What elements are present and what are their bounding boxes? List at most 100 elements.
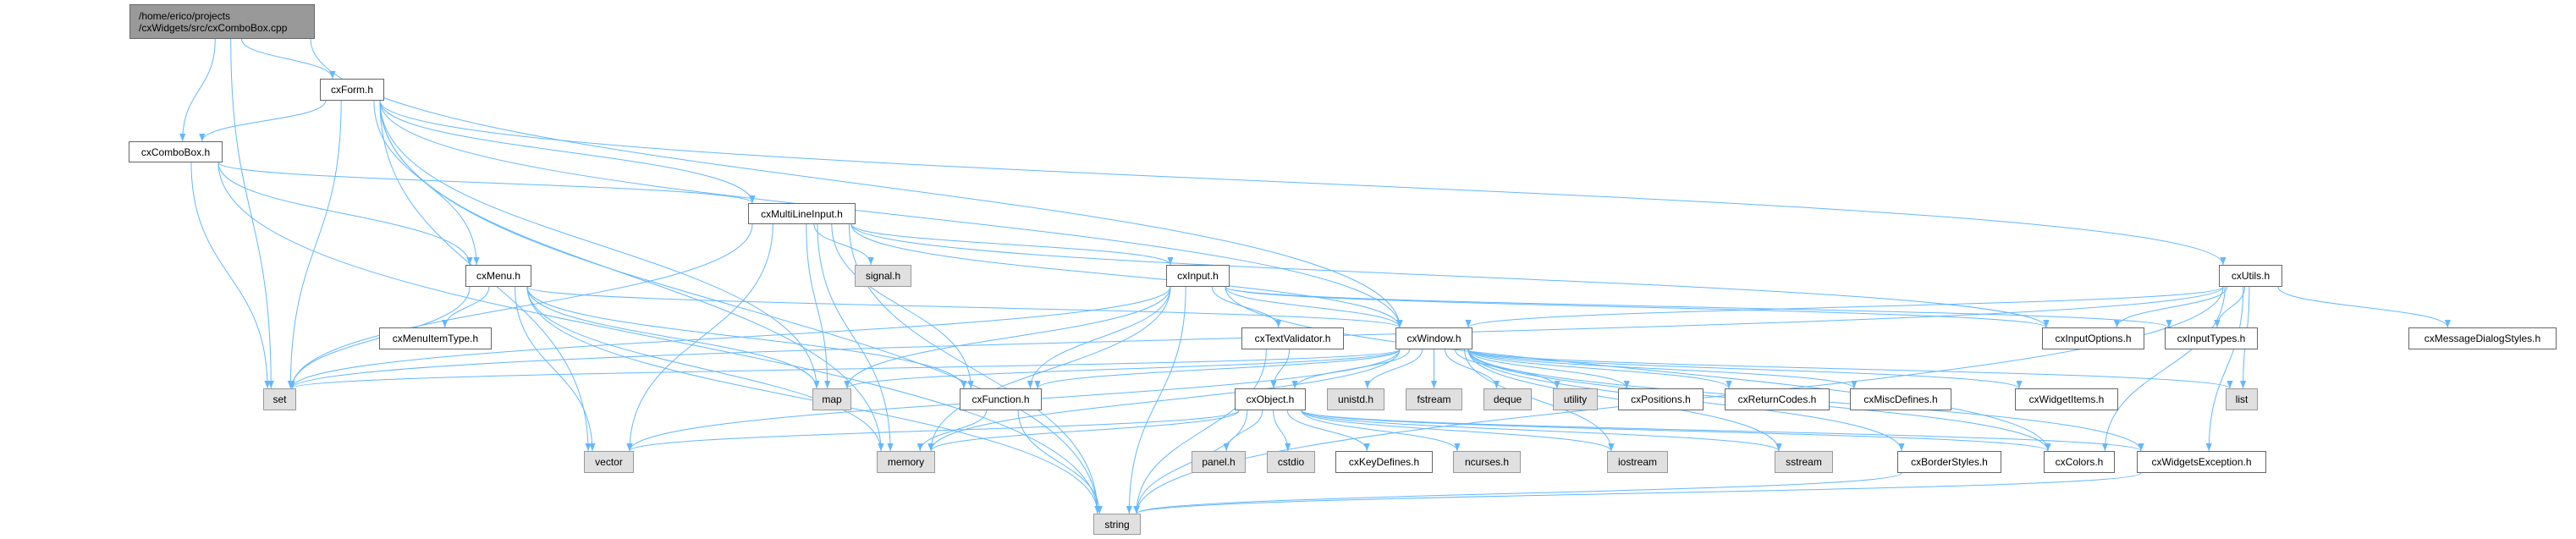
node-map[interactable]: map bbox=[812, 388, 851, 410]
node-cx-key-defines[interactable]: cxKeyDefines.h bbox=[1335, 451, 1433, 473]
edge-cxWindow-to-cxWidgetItems bbox=[1467, 349, 2023, 389]
edge-cxInput-to-memory bbox=[927, 286, 1171, 452]
node-utility[interactable]: utility bbox=[1553, 388, 1598, 410]
edge-cxForm-to-string bbox=[379, 100, 1101, 514]
node-set[interactable]: set bbox=[263, 388, 296, 410]
node-cx-border-styles[interactable]: cxBorderStyles.h bbox=[1897, 451, 2001, 473]
edge-cxInput-to-cxColors bbox=[1225, 286, 2051, 452]
edge-cxMultiLineInput-to-cxInputOptions bbox=[850, 223, 2050, 328]
edge-root-to-set bbox=[230, 38, 274, 389]
edge-cxWidgetsException-to-string bbox=[1133, 472, 2142, 514]
node-cx-combo-box[interactable]: cxComboBox.h bbox=[129, 141, 223, 162]
edge-root-to-cxComboBox bbox=[179, 38, 216, 142]
node-panel[interactable]: panel.h bbox=[1192, 451, 1246, 473]
edge-cxWindow-to-cxMiscDefines bbox=[1467, 349, 1858, 389]
edge-cxWindow-to-cxFunction bbox=[1034, 349, 1401, 389]
edge-cxComboBox-to-string bbox=[217, 162, 1101, 514]
node-cx-multi-line-input[interactable]: cxMultiLineInput.h bbox=[748, 203, 856, 224]
node-cx-function[interactable]: cxFunction.h bbox=[960, 388, 1042, 410]
node-cx-widgets-exception[interactable]: cxWidgetsException.h bbox=[2137, 451, 2266, 473]
edge-cxFunction-to-memory bbox=[916, 410, 988, 452]
edge-cxUtils-to-cxInputOptions bbox=[2113, 286, 2228, 328]
edge-cxInput-to-cxInputOptions bbox=[1225, 286, 2050, 328]
edge-cxMultiLineInput-to-cxInput bbox=[850, 223, 1174, 266]
edge-cxMenu-to-cxMenuItemType bbox=[442, 286, 490, 328]
edge-cxMultiLineInput-to-set bbox=[289, 223, 753, 389]
node-cx-input-types[interactable]: cxInputTypes.h bbox=[2165, 327, 2258, 349]
edge-cxForm-to-memory bbox=[379, 100, 884, 452]
node-deque[interactable]: deque bbox=[1483, 388, 1532, 410]
node-cx-utils[interactable]: cxUtils.h bbox=[2219, 265, 2282, 287]
node-cx-return-codes[interactable]: cxReturnCodes.h bbox=[1725, 388, 1830, 410]
edge-cxForm-to-cxMultiLineInput bbox=[379, 100, 756, 204]
edge-cxForm-to-cxWindow bbox=[379, 100, 1403, 328]
node-cx-widget-items[interactable]: cxWidgetItems.h bbox=[2015, 388, 2118, 410]
node-vector[interactable]: vector bbox=[584, 451, 634, 473]
node-signal[interactable]: signal.h bbox=[855, 265, 911, 287]
edge-cxObject-to-memory bbox=[927, 410, 1240, 452]
edge-cxMenu-to-memory bbox=[526, 286, 884, 452]
edge-cxInput-to-cxWindow bbox=[1225, 286, 1403, 328]
edge-cxObject-to-ncurses bbox=[1301, 410, 1461, 452]
node-string[interactable]: string bbox=[1093, 514, 1141, 535]
node-ncurses[interactable]: ncurses.h bbox=[1453, 451, 1521, 473]
edge-cxInput-to-cxFunction bbox=[1027, 286, 1171, 389]
edge-cxMultiLineInput-to-vector bbox=[626, 223, 773, 452]
edge-cxFunction-to-string bbox=[1017, 410, 1103, 514]
node-cx-menu[interactable]: cxMenu.h bbox=[465, 265, 531, 287]
edge-cxMultiLineInput-to-cxWindow bbox=[850, 223, 1403, 328]
node-cx-input[interactable]: cxInput.h bbox=[1166, 265, 1230, 287]
edge-cxMenu-to-cxWindow bbox=[526, 286, 1403, 328]
node-cx-object[interactable]: cxObject.h bbox=[1235, 388, 1306, 410]
edge-cxWindow-to-cxReturnCodes bbox=[1467, 349, 1732, 389]
node-memory[interactable]: memory bbox=[877, 451, 935, 473]
edge-cxWindow-to-set bbox=[289, 349, 1401, 389]
edge-cxInput-to-string bbox=[1126, 286, 1186, 514]
edge-cxMultiLineInput-to-signal bbox=[813, 223, 874, 266]
edge-cxObject-to-panel bbox=[1223, 410, 1263, 452]
edge-cxWindow-to-unistd bbox=[1364, 349, 1423, 389]
edge-cxMultiLineInput-to-cxFunction bbox=[831, 223, 974, 389]
node-cx-menu-item-type[interactable]: cxMenuItemType.h bbox=[379, 327, 492, 349]
edge-cxMenu-to-vector bbox=[515, 286, 596, 452]
edge-cxBorderStyles-to-string bbox=[1133, 472, 1902, 514]
edge-cxObject-to-sstream bbox=[1301, 410, 1782, 452]
edge-cxTextValidator-to-cxObject bbox=[1270, 349, 1291, 389]
edge-cxUtils-to-cxWidgetsException bbox=[2205, 286, 2244, 452]
node-fstream[interactable]: fstream bbox=[1406, 388, 1462, 410]
node-cstdio[interactable]: cstdio bbox=[1267, 451, 1315, 473]
edge-cxForm-to-cxUtils bbox=[379, 100, 2226, 266]
node-cx-colors[interactable]: cxColors.h bbox=[2044, 451, 2115, 473]
edge-cxInput-to-map bbox=[844, 286, 1171, 389]
edge-cxObject-to-iostream bbox=[1301, 410, 1615, 452]
edge-cxComboBox-to-cxMultiLineInput bbox=[217, 162, 756, 204]
edge-cxComboBox-to-cxMenu bbox=[217, 162, 473, 266]
node-cx-misc-defines[interactable]: cxMiscDefines.h bbox=[1850, 388, 1951, 410]
node-cx-message-dialog-styles[interactable]: cxMessageDialogStyles.h bbox=[2408, 327, 2557, 349]
edge-cxObject-to-cxColors bbox=[1301, 410, 2051, 452]
node-sstream[interactable]: sstream bbox=[1775, 451, 1833, 473]
edge-cxMultiLineInput-to-memory bbox=[817, 223, 894, 452]
node-list[interactable]: list bbox=[2226, 388, 2258, 410]
edge-cxObject-to-cstdio bbox=[1273, 410, 1291, 452]
edge-cxForm-to-cxComboBox bbox=[199, 100, 327, 142]
node-root[interactable]: /home/erico/projects /cxWidgets/src/cxCo… bbox=[129, 4, 315, 39]
edge-cxUtils-to-cxInputTypes bbox=[2214, 286, 2246, 328]
edge-cxWindow-to-cxPositions bbox=[1467, 349, 1630, 389]
edge-cxWindow-to-map bbox=[844, 349, 1401, 389]
edge-cxMenu-to-map bbox=[526, 286, 820, 389]
edge-cxUtils-to-cxColors bbox=[2101, 286, 2226, 452]
edge-cxInput-to-cxInputTypes bbox=[1225, 286, 2172, 328]
node-cx-text-validator[interactable]: cxTextValidator.h bbox=[1241, 327, 1344, 349]
edge-root-to-cxForm bbox=[241, 38, 336, 80]
node-cx-form[interactable]: cxForm.h bbox=[320, 79, 384, 101]
node-cx-positions[interactable]: cxPositions.h bbox=[1618, 388, 1704, 410]
node-unistd[interactable]: unistd.h bbox=[1327, 388, 1384, 410]
node-iostream[interactable]: iostream bbox=[1607, 451, 1668, 473]
edge-cxObject-to-cxWidgetsException bbox=[1301, 410, 2144, 452]
edge-cxWindow-to-deque bbox=[1445, 349, 1500, 389]
node-cx-input-options[interactable]: cxInputOptions.h bbox=[2042, 327, 2144, 349]
edge-cxWindow-to-list bbox=[1467, 349, 2233, 389]
edge-cxWindow-to-memory bbox=[927, 349, 1401, 452]
node-cx-window[interactable]: cxWindow.h bbox=[1395, 327, 1472, 349]
